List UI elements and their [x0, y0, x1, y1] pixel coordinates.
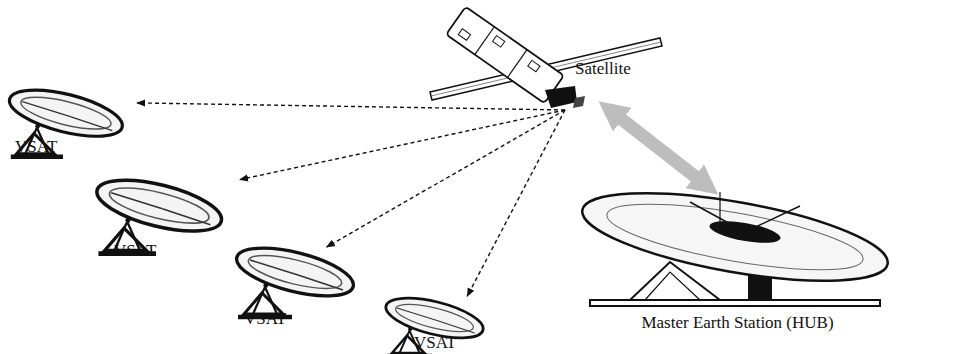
hub-station-node: Master Earth Station (HUB)	[570, 192, 905, 352]
station-label: Master Earth Station (HUB)	[630, 314, 845, 331]
vsat-node: VSAT	[382, 298, 512, 352]
vsat-dish	[92, 180, 242, 242]
station-label: VSAT	[244, 310, 287, 327]
station-label: VSAT	[414, 334, 457, 351]
vsat-node: VSAT	[92, 180, 242, 262]
station-label: VSAT	[15, 138, 58, 155]
vsat-dish	[5, 90, 135, 138]
vsat-node: VSAT	[5, 90, 135, 158]
downlink-arrow	[240, 110, 565, 180]
uplink-downlink-arrow	[608, 109, 709, 188]
satellite-node: Satellite	[425, 0, 665, 110]
satellite-label: Satellite	[575, 60, 631, 77]
vsat-dish	[382, 298, 512, 334]
downlink-arrow	[467, 110, 565, 296]
vsat-dish	[232, 248, 352, 310]
vsat-node: VSAT	[232, 248, 352, 330]
downlink-arrow	[137, 103, 565, 110]
satellite-illustration	[425, 0, 665, 110]
station-label: VSAT	[114, 242, 157, 259]
